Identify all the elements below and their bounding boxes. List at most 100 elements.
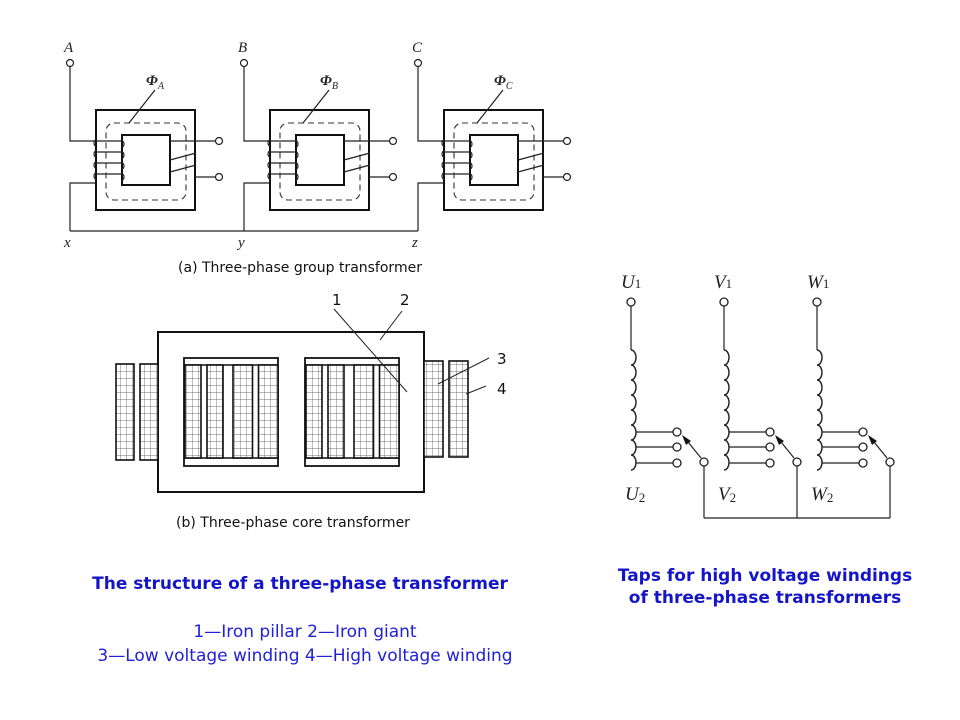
subscript: 1 bbox=[635, 276, 642, 291]
coil-loop bbox=[295, 151, 299, 159]
secondary-turn bbox=[343, 164, 371, 173]
terminal-label-bottom: y bbox=[236, 235, 245, 251]
secondary-terminal bbox=[388, 136, 398, 146]
core-window bbox=[183, 357, 279, 467]
coil-loop bbox=[93, 139, 97, 147]
coil-loop bbox=[121, 151, 125, 159]
secondary-terminal bbox=[388, 172, 398, 182]
secondary-terminal bbox=[214, 136, 224, 146]
tap-contact bbox=[672, 458, 682, 468]
taps-title-line-2: of three-phase transformers bbox=[628, 588, 902, 608]
terminal-label-bottom: z bbox=[411, 235, 418, 251]
coil-loop bbox=[93, 161, 97, 169]
secondary-terminal bbox=[562, 136, 572, 146]
structure-title: The structure of a three-phase transform… bbox=[92, 574, 508, 594]
tap-contact bbox=[858, 427, 868, 437]
tap-contact bbox=[765, 427, 775, 437]
switch-arrow bbox=[868, 435, 877, 445]
core-window bbox=[295, 134, 345, 186]
callout-line-1 bbox=[333, 308, 408, 393]
flux-pointer bbox=[476, 89, 504, 124]
secondary-turn bbox=[517, 152, 545, 161]
low-voltage-winding bbox=[184, 364, 202, 459]
low-voltage-winding bbox=[423, 360, 444, 458]
coil-loop bbox=[295, 140, 299, 148]
legend: 1—Iron pillar 2—Iron giant 3—Low voltage… bbox=[40, 620, 570, 668]
switch-pivot bbox=[885, 457, 895, 467]
subscript: 2 bbox=[639, 490, 646, 505]
coil-loop bbox=[441, 161, 445, 169]
secondary-turn bbox=[517, 164, 545, 173]
callout-1: 1 bbox=[332, 291, 342, 309]
secondary-terminal bbox=[562, 172, 572, 182]
secondary-turn bbox=[169, 152, 197, 161]
core-outer bbox=[269, 109, 370, 211]
subscript: 2 bbox=[730, 490, 737, 505]
coil-loop bbox=[93, 172, 97, 180]
subscript: 1 bbox=[726, 276, 733, 291]
lead-bottom bbox=[69, 182, 96, 231]
switch-pivot bbox=[699, 457, 709, 467]
callout-3: 3 bbox=[497, 350, 507, 368]
secondary-terminal bbox=[214, 172, 224, 182]
callout-4: 4 bbox=[497, 380, 507, 398]
callout-line-2 bbox=[379, 310, 403, 341]
coil bbox=[630, 349, 637, 471]
terminal-top bbox=[812, 297, 822, 307]
secondary-turn bbox=[343, 152, 371, 161]
taps-title: Taps for high voltage windings of three-… bbox=[590, 565, 940, 609]
coil-loop bbox=[469, 140, 473, 148]
coil-loop bbox=[93, 150, 97, 158]
lead-top bbox=[69, 66, 96, 142]
coil-loop bbox=[121, 173, 125, 181]
lead-top bbox=[417, 66, 444, 142]
single-phase-transformer: By ΦB bbox=[236, 40, 418, 251]
coil-loop bbox=[267, 150, 271, 158]
flux-label: ΦC bbox=[494, 73, 513, 92]
flux-label: ΦA bbox=[146, 73, 165, 92]
coil-loop bbox=[469, 151, 473, 159]
legend-line-2: 3—Low voltage winding 4—High voltage win… bbox=[97, 646, 513, 666]
low-voltage-winding bbox=[305, 364, 323, 459]
terminal-top bbox=[626, 297, 636, 307]
core-outer bbox=[95, 109, 196, 211]
coil-loop bbox=[267, 161, 271, 169]
terminal-label-top: V1 bbox=[714, 272, 732, 293]
high-voltage-winding bbox=[257, 364, 279, 459]
coil-loop bbox=[441, 172, 445, 180]
high-voltage-winding bbox=[448, 360, 469, 458]
flux-label: ΦB bbox=[320, 73, 338, 92]
tap-contact bbox=[765, 458, 775, 468]
callout-line-3 bbox=[437, 357, 490, 385]
high-voltage-winding bbox=[378, 364, 400, 459]
terminal-top bbox=[65, 58, 75, 68]
high-voltage-winding bbox=[139, 363, 159, 461]
terminal-label-top: A bbox=[63, 40, 74, 56]
high-voltage-winding bbox=[206, 364, 224, 459]
coil-loop bbox=[441, 150, 445, 158]
legend-line-1: 1—Iron pillar 2—Iron giant bbox=[193, 622, 417, 642]
coil-loop bbox=[295, 173, 299, 181]
core-outer bbox=[443, 109, 544, 211]
terminal-label-top: W1 bbox=[807, 272, 829, 293]
tap-contact bbox=[858, 458, 868, 468]
lead-bottom bbox=[243, 182, 270, 231]
taps-title-line-1: Taps for high voltage windings bbox=[617, 566, 913, 586]
callout-2: 2 bbox=[400, 291, 410, 309]
core-window bbox=[469, 134, 519, 186]
terminal-top bbox=[719, 297, 729, 307]
terminal-top bbox=[239, 58, 249, 68]
flux-path bbox=[453, 122, 535, 201]
terminal-label-top: B bbox=[238, 40, 247, 56]
caption-b: (b) Three-phase core transformer bbox=[176, 515, 410, 531]
coil-loop bbox=[469, 173, 473, 181]
coil bbox=[816, 349, 823, 471]
flux-subscript: B bbox=[332, 81, 338, 92]
low-voltage-winding bbox=[353, 364, 375, 459]
